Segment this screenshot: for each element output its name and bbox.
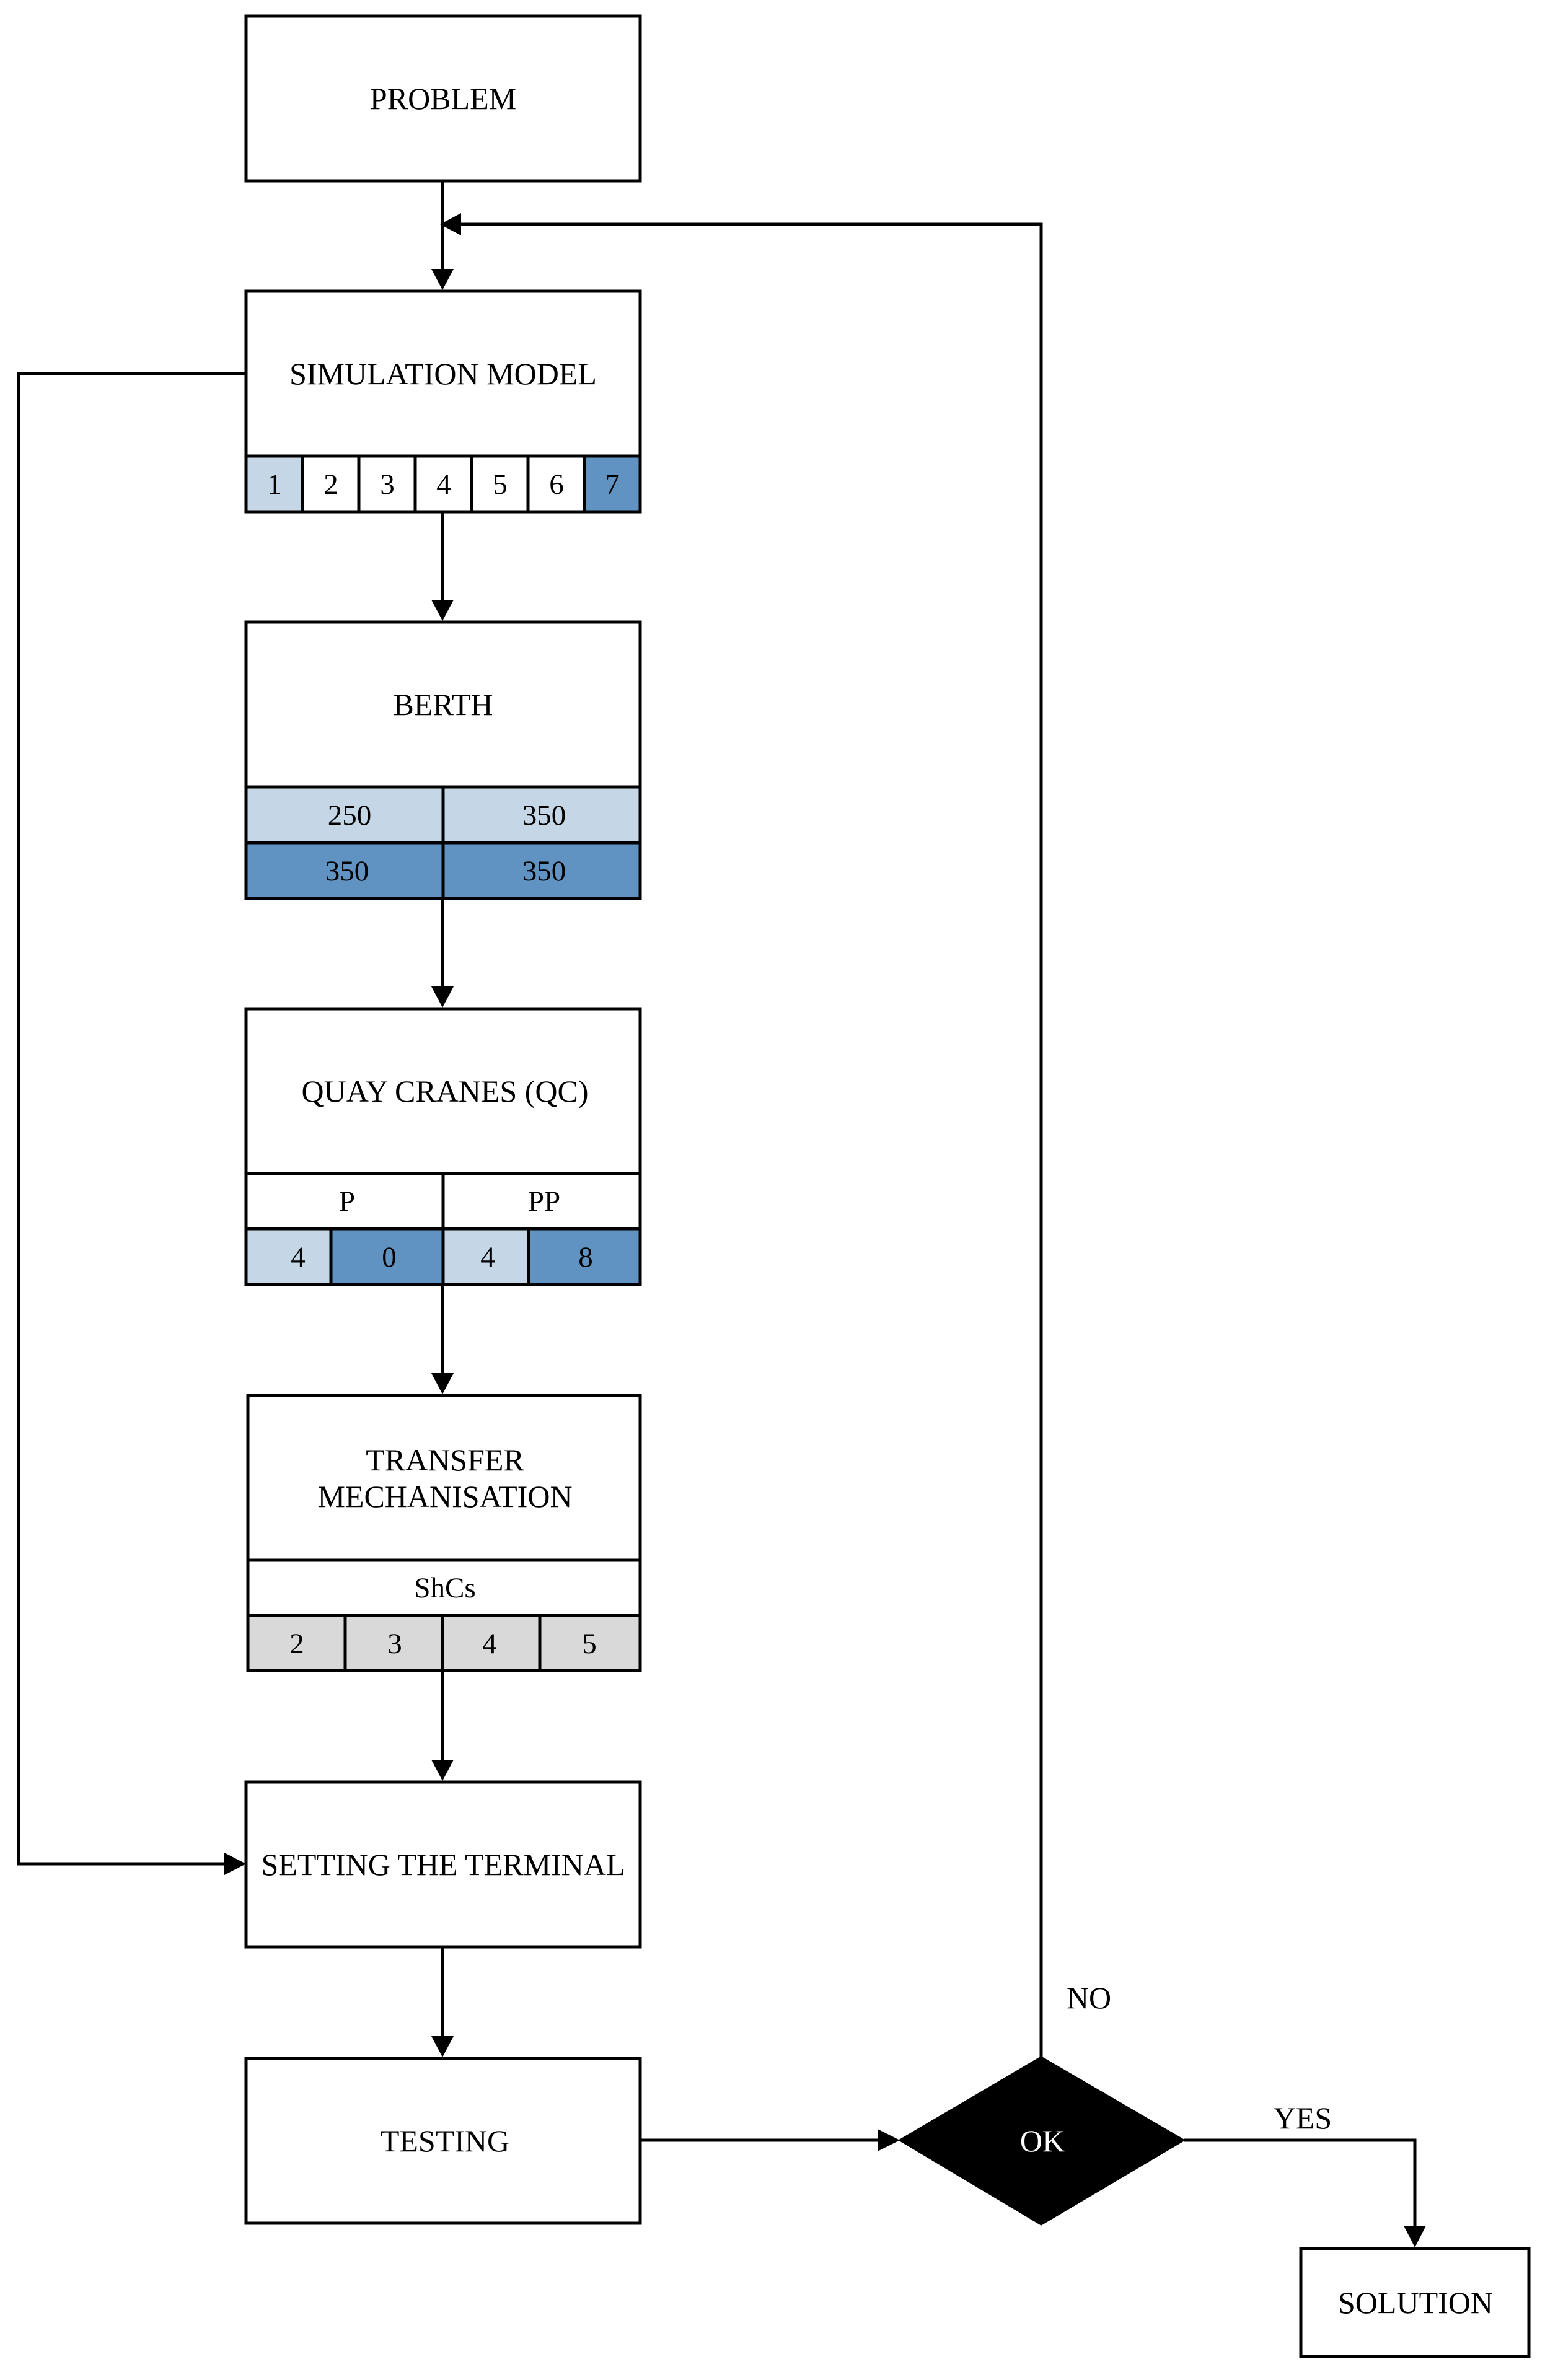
transfer-mechanisation-node: TRANSFER MECHANISATION ShCs 2 3 4 5 [246, 1394, 642, 1672]
arrowhead-down-simulation [431, 269, 454, 290]
decision-diamond [898, 2056, 1186, 2226]
simulation-model-node: SIMULATION MODEL 1 2 3 4 5 6 7 [244, 289, 642, 514]
quay-cranes-group-pp [441, 1172, 642, 1231]
quay-cranes-cell-1 [244, 1227, 333, 1286]
setting-terminal-node: SETTING THE TERMINAL [244, 1780, 642, 1949]
simulation-cell-7-label: 7 [605, 468, 620, 501]
simulation-cell-1-label: 1 [267, 468, 282, 501]
simulation-cell-5-label: 5 [493, 468, 508, 501]
setting-terminal-box [244, 1780, 642, 1949]
transfer-cells: ShCs 2 3 4 5 [246, 1558, 642, 1672]
berth-label: BERTH [394, 687, 493, 722]
setting-terminal-label: SETTING THE TERMINAL [262, 1847, 625, 1882]
quay-cranes-value-2: 0 [382, 1241, 397, 1273]
quay-cranes-cell-2 [329, 1227, 445, 1286]
quay-cranes-label: QUAY CRANES (QC) [301, 1074, 588, 1109]
transfer-cell-2 [343, 1614, 444, 1672]
connectors [17, 181, 1417, 2227]
solution-label: SOLUTION [1338, 2285, 1493, 2320]
problem-label: PROBLEM [370, 81, 516, 116]
simulation-model-label: SIMULATION MODEL [289, 356, 597, 391]
transfer-cell-4 [538, 1614, 642, 1672]
testing-node: TESTING [244, 2057, 642, 2225]
problem-box [244, 14, 642, 183]
simulation-cell-3-label: 3 [380, 468, 395, 501]
simulation-cell-2 [301, 454, 361, 514]
edge-label-yes: YES [1274, 2101, 1332, 2135]
connector-decision-to-solution [1184, 2138, 1417, 2227]
quay-cranes-value-4: 8 [578, 1241, 593, 1273]
quay-cranes-box [244, 1007, 642, 1175]
decision-node: OK [898, 2056, 1186, 2226]
berth-cells: 250 350 350 350 [244, 785, 642, 900]
arrowhead-down-quay-cranes [431, 986, 454, 1008]
transfer-value-2: 3 [387, 1628, 402, 1660]
transfer-mechanisation-box [246, 1394, 642, 1562]
berth-cell-r1-c2 [441, 785, 642, 845]
arrowhead-down-solution [1404, 2226, 1426, 2247]
arrowhead-down-testing [431, 2036, 454, 2057]
arrowhead-right-decision [878, 2129, 900, 2151]
simulation-model-box [244, 289, 642, 458]
edge-label-no: NO [1067, 1980, 1111, 2015]
transfer-value-1: 2 [289, 1628, 304, 1660]
solution-node: SOLUTION [1299, 2247, 1531, 2358]
quay-cranes-cells: P PP 4 0 4 8 [244, 1172, 642, 1286]
simulation-cell-2-label: 2 [324, 468, 338, 501]
arrowhead-right-setting [224, 1853, 246, 1875]
arrowhead-left-loop [440, 213, 461, 235]
arrowhead-down-setting [431, 1760, 454, 1781]
connector-decision-loop-back [459, 222, 1043, 2057]
berth-box [244, 620, 642, 789]
transfer-value-4: 5 [582, 1628, 597, 1660]
quay-cranes-group-p [244, 1172, 445, 1231]
berth-value-r2-c1: 350 [325, 855, 369, 887]
decision-label: OK [1020, 2123, 1065, 2158]
transfer-value-3: 4 [482, 1628, 497, 1660]
quay-cranes-value-3: 4 [480, 1241, 495, 1273]
transfer-mechanisation-label-line1: TRANSFER [366, 1442, 524, 1477]
berth-cell-r2-c1 [244, 841, 445, 900]
arrowhead-down-transfer [431, 1373, 454, 1394]
berth-value-r2-c2: 350 [522, 855, 566, 887]
simulation-cell-4-label: 4 [436, 468, 451, 501]
simulation-cell-7 [583, 454, 642, 514]
transfer-shcs-label: ShCs [414, 1572, 475, 1604]
transfer-mechanisation-label-line2: MECHANISATION [317, 1479, 572, 1514]
quay-cranes-cell-4 [527, 1227, 642, 1286]
berth-cell-r2-c2 [441, 841, 642, 900]
quay-cranes-node: QUAY CRANES (QC) P PP 4 0 4 8 [244, 1007, 642, 1286]
testing-label: TESTING [381, 2123, 509, 2158]
arrowheads [224, 213, 1426, 2247]
testing-box [244, 2057, 642, 2225]
berth-value-r1-c1: 250 [328, 799, 372, 832]
berth-node: BERTH 250 350 350 350 [244, 620, 642, 900]
berth-value-r1-c2: 350 [522, 799, 566, 832]
arrowhead-down-berth [431, 600, 454, 621]
simulation-cell-6-label: 6 [549, 468, 564, 501]
quay-cranes-value-1: 4 [291, 1241, 306, 1273]
solution-box [1299, 2247, 1531, 2358]
quay-cranes-group-pp-label: PP [528, 1185, 560, 1218]
simulation-cells: 1 2 3 4 5 6 7 [244, 454, 642, 514]
quay-cranes-cell-3 [441, 1227, 530, 1286]
connector-simulation-bypass [17, 372, 246, 1866]
quay-cranes-group-p-label: P [339, 1185, 355, 1218]
problem-node: PROBLEM [244, 14, 642, 183]
